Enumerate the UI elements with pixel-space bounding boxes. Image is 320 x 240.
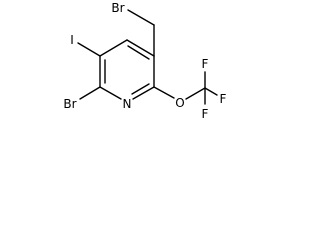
atom-bromine-ring: Br (63, 97, 76, 111)
bond-ch2-bromine (127, 9, 155, 26)
atom-fluorine-right: F (220, 92, 227, 106)
atom-fluorine-top: F (202, 57, 209, 71)
atom-oxygen: O (175, 96, 184, 110)
atom-fluorine-bottom: F (202, 107, 209, 121)
bond-c1-iodine (77, 42, 101, 57)
bond-c1-c2 (99, 39, 128, 57)
bond-oxygen-cf3 (185, 87, 206, 100)
atom-iodine: I (70, 33, 74, 47)
bond-c4-n (132, 86, 155, 100)
bond-c2-c3-inner (127, 45, 150, 60)
atom-nitrogen: N (123, 97, 132, 111)
bond-c4-oxygen (153, 86, 175, 99)
chemical-structure: Br I Br N O F F F (63, 1, 227, 121)
atom-bromine-ch2: Br (111, 1, 124, 15)
bond-c4-n-inner (131, 83, 150, 95)
bond-n-c5 (99, 86, 122, 100)
bond-c2-c3 (126, 39, 155, 57)
bond-c5-bromine (79, 86, 101, 100)
bond-cf3-f-right (204, 87, 218, 96)
